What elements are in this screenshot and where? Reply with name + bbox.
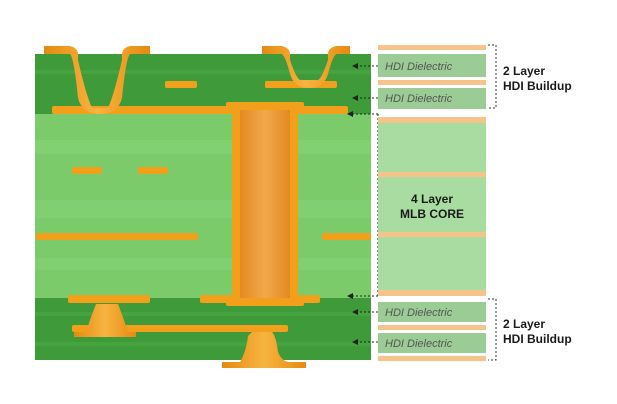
via-pad-top — [226, 102, 304, 110]
via-pad-bottom — [226, 298, 304, 306]
legend-copper-layer-7 — [378, 325, 486, 330]
arrowhead — [352, 339, 358, 345]
legend-copper-layer-5 — [378, 232, 486, 237]
copper-trace — [165, 81, 197, 88]
via-barrel — [232, 104, 298, 304]
copper-trace — [68, 295, 150, 303]
top-buildup-label-line2: HDI Buildup — [503, 79, 572, 93]
arrowhead — [352, 309, 358, 315]
legend-copper-layer-4 — [378, 172, 486, 177]
legend-core — [378, 123, 486, 295]
via-wall-left — [232, 104, 240, 304]
core-texture-band — [35, 200, 371, 218]
legend-copper-layer-8 — [378, 356, 486, 361]
legend-hdi-dielectric-4 — [378, 333, 486, 353]
legend-copper-layer-2 — [378, 80, 486, 85]
core-label-line1: 4 Layer — [411, 192, 453, 206]
through-hole-via — [226, 102, 304, 306]
copper-trace — [138, 167, 168, 174]
microvia-bottom-left — [74, 304, 136, 337]
microvia-bottom-center — [222, 332, 306, 368]
bottom-buildup-bracket — [488, 298, 497, 361]
core-texture-band — [35, 258, 371, 270]
legend-hdi-dielectric-3 — [378, 302, 486, 322]
arrowheads — [347, 63, 358, 345]
bottom-buildup-label-line2: HDI Buildup — [503, 332, 572, 346]
copper-trace — [72, 167, 102, 174]
buildup-texture — [35, 312, 371, 316]
legend-hdi-dielectric-1 — [378, 54, 486, 77]
via-wall-right — [290, 104, 298, 304]
hdi-dielectric-label-1: HDI Dielectric — [385, 61, 453, 73]
buildup-brackets — [488, 44, 497, 361]
arrowhead — [352, 63, 358, 69]
hdi-dielectric-label-3: HDI Dielectric — [385, 307, 453, 319]
microvia-top-left — [44, 46, 150, 114]
hdi-dielectric-label-2: HDI Dielectric — [385, 93, 453, 105]
pcb-cross-section — [35, 46, 371, 368]
top-buildup-label-line1: 2 Layer — [503, 64, 545, 78]
hdi-dielectric-label-4: HDI Dielectric — [385, 338, 453, 350]
core-texture-band — [35, 140, 371, 154]
legend-hdi-dielectric-2 — [378, 88, 486, 109]
copper-trace-inner — [322, 233, 371, 240]
copper-trace-inner — [36, 233, 198, 240]
leader-arrows — [352, 65, 379, 343]
legend-copper-layer-1 — [378, 45, 486, 50]
arrowhead — [347, 293, 353, 299]
top-buildup-bracket — [488, 44, 497, 109]
core-label-line2: MLB CORE — [400, 207, 464, 221]
bottom-buildup-label-line1: 2 Layer — [503, 317, 545, 331]
stackup-legend: HDI Dielectric HDI Dielectric 4 Layer ML… — [378, 45, 486, 361]
arrowhead — [352, 95, 358, 101]
microvia-top-right — [262, 46, 350, 88]
legend-copper-layer-6 — [378, 290, 486, 296]
legend-copper-layer-3 — [378, 117, 486, 123]
buildup-texture — [35, 70, 371, 74]
arrowhead — [347, 111, 353, 117]
buildup-texture — [35, 342, 371, 346]
